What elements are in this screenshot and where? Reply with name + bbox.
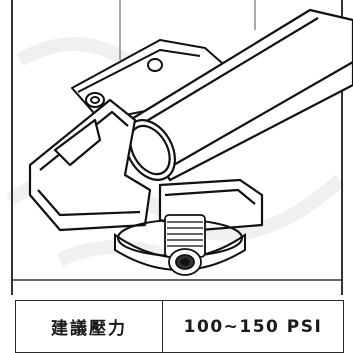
- pump-head-illustration: [5, 0, 353, 295]
- spec-value: 100~150 PSI: [162, 300, 344, 353]
- clamp-body: [28, 98, 264, 232]
- valve-nozzle: [164, 214, 206, 276]
- spec-table: 建議壓力 100~150 PSI: [15, 300, 344, 353]
- tube: [124, 8, 353, 182]
- spec-row: 建議壓力 100~150 PSI: [15, 300, 344, 353]
- spec-label: 建議壓力: [15, 300, 163, 353]
